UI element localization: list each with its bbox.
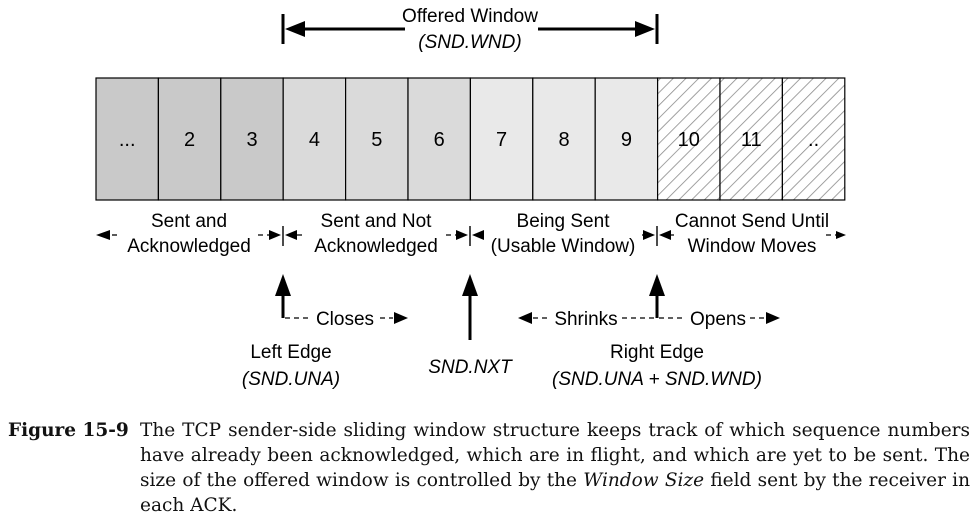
caption-text-before: The TCP sender-side sliding window struc… — [140, 420, 970, 491]
sequence-cell: .. — [781, 77, 846, 201]
sequence-cell: 8 — [532, 77, 596, 201]
sequence-number-label: 7 — [496, 129, 507, 151]
sequence-number-label: 4 — [309, 129, 320, 151]
sequence-cell-box — [594, 77, 659, 201]
caption-text-italic: Window Size — [583, 470, 705, 491]
figure-caption: Figure 15-9 The TCP sender-side sliding … — [8, 418, 970, 518]
sequence-number-label: .. — [808, 129, 819, 151]
left-edge-pointer: Closes Left Edge (SND.UNA) — [242, 274, 408, 390]
region-usable-line2: (Usable Window) — [491, 236, 636, 257]
left-edge-motion: Closes — [316, 309, 374, 330]
sequence-cell: 11 — [719, 77, 784, 201]
sequence-cell: 3 — [220, 77, 284, 201]
right-edge-var: (SND.UNA + SND.WND) — [552, 369, 762, 390]
sequence-number-label: 10 — [678, 129, 700, 151]
region-unacked-line2: Acknowledged — [314, 236, 438, 257]
snd-nxt-pointer: SND.NXT — [428, 274, 513, 378]
right-edge-motion-right: Opens — [690, 309, 746, 330]
left-edge-label: Left Edge — [250, 342, 331, 363]
sequence-cells: ... 2 3 4 5 6 7 8 9 10 11.. — [95, 77, 846, 201]
snd-nxt-label: SND.NXT — [428, 357, 513, 378]
region-acked-line2: Acknowledged — [127, 236, 251, 257]
region-arrowheads — [96, 230, 846, 240]
sequence-cell: 2 — [157, 77, 222, 201]
sequence-number-label: 6 — [434, 129, 445, 151]
sequence-cell: 5 — [345, 77, 409, 201]
sequence-cell-box — [656, 77, 721, 201]
region-acked-line1: Sent and — [151, 211, 227, 232]
sequence-cell-box — [345, 77, 409, 201]
offered-window-title: Offered Window — [402, 6, 538, 27]
figure-caption-text: The TCP sender-side sliding window struc… — [140, 418, 970, 518]
sequence-cell: 9 — [594, 77, 659, 201]
offered-window-bracket: Offered Window (SND.WND) — [281, 6, 659, 53]
right-edge-motion-left: Shrinks — [554, 309, 617, 330]
offered-window-subtitle: (SND.WND) — [418, 32, 521, 53]
sequence-number-label: 3 — [246, 129, 257, 151]
figure-label: Figure 15-9 — [8, 420, 129, 441]
sequence-number-label: 5 — [371, 129, 382, 151]
region-usable-line1: Being Sent — [517, 211, 611, 232]
opens-arrow-icon — [766, 312, 780, 324]
sequence-cell: 10 — [656, 77, 721, 201]
right-edge-label: Right Edge — [610, 342, 704, 363]
sliding-window-diagram: Offered Window (SND.WND) ... 2 3 4 5 6 7 8 9 10 11… — [95, 6, 846, 390]
right-edge-up-arrow-icon — [649, 274, 665, 296]
right-edge-pointer: Shrinks Opens Right Edge (SND.UNA + SND.… — [518, 274, 780, 390]
sequence-cell-box — [157, 77, 222, 201]
sequence-cell-box — [220, 77, 284, 201]
sequence-cell-box — [282, 77, 347, 201]
region-unacked-line1: Sent and Not — [321, 211, 433, 232]
region-dividers — [282, 226, 658, 246]
closes-arrow-icon — [394, 312, 408, 324]
left-edge-up-arrow-icon — [275, 274, 291, 296]
sequence-cell-box — [781, 77, 846, 201]
caption-text-after: field sent by the receiver in each ACK. — [140, 470, 970, 516]
sequence-cell: ... — [95, 77, 160, 201]
region-blocked-line2: Window Moves — [688, 236, 817, 257]
sequence-number-label: 11 — [741, 129, 762, 151]
sequence-cell-box — [407, 77, 472, 201]
sequence-cell: 6 — [407, 77, 472, 201]
region-blocked-line1: Cannot Send Until — [675, 211, 829, 232]
sequence-number-label: 8 — [558, 129, 569, 151]
sequence-cell-box — [719, 77, 784, 201]
sequence-cell: 7 — [469, 77, 534, 201]
shrinks-arrow-icon — [518, 312, 532, 324]
sequence-cell: 4 — [282, 77, 347, 201]
sequence-number-label: 2 — [184, 129, 195, 151]
sequence-cell-box — [95, 77, 160, 201]
left-edge-var: (SND.UNA) — [242, 369, 340, 390]
sequence-number-label: 9 — [621, 129, 632, 151]
sequence-number-label: ... — [119, 129, 136, 151]
snd-nxt-up-arrow-icon — [462, 274, 478, 296]
